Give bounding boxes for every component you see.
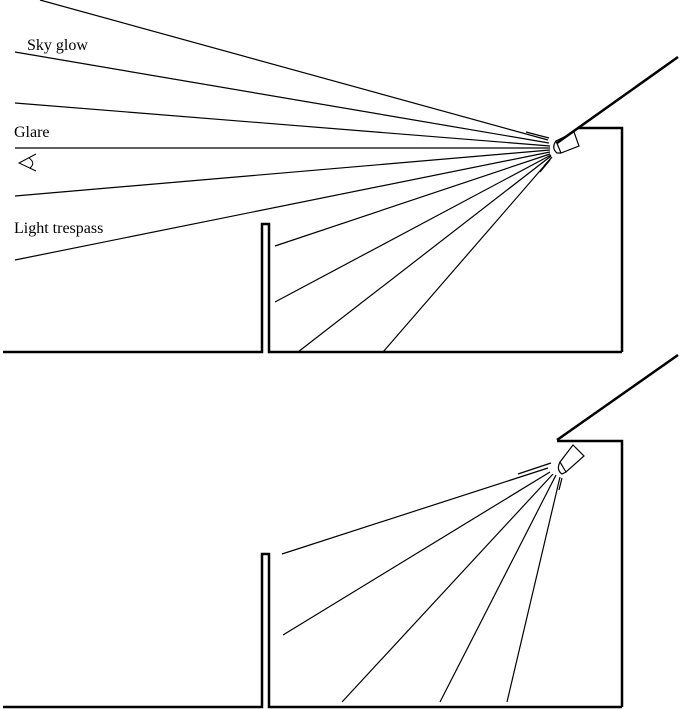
sky-glow-ray xyxy=(39,0,549,141)
sky-glow-label: Sky glow xyxy=(27,37,88,54)
short-ray xyxy=(525,131,550,139)
glare-ray xyxy=(14,149,551,197)
ground-ray xyxy=(382,156,553,353)
ground-and-fence xyxy=(3,552,622,709)
ground-ray xyxy=(506,476,561,703)
building xyxy=(556,353,679,707)
ground-ray xyxy=(297,155,552,353)
short-ray xyxy=(558,477,563,491)
unshielded-rays xyxy=(14,0,553,353)
ground-ray xyxy=(274,153,551,247)
sky-glow-ray xyxy=(14,51,550,144)
sky-glow-ray xyxy=(14,102,551,147)
short-ray xyxy=(517,462,552,475)
building xyxy=(556,55,679,352)
short-ray xyxy=(539,159,551,173)
trespass-ray xyxy=(14,151,551,261)
eye-icon xyxy=(17,153,37,172)
top-panel xyxy=(3,0,679,354)
ground-ray xyxy=(281,467,549,555)
ground-ray xyxy=(439,474,557,703)
ground-ray xyxy=(274,154,552,303)
short-ray xyxy=(543,157,552,167)
bottom-panel xyxy=(3,353,679,709)
ground-ray xyxy=(282,471,551,636)
ground-and-fence xyxy=(3,222,622,354)
ground-ray xyxy=(341,473,554,703)
light-trespass-label: Light trespass xyxy=(14,220,104,237)
shielded-rays xyxy=(281,462,563,703)
glare-label: Glare xyxy=(14,124,50,141)
lamp-icon xyxy=(557,444,585,475)
